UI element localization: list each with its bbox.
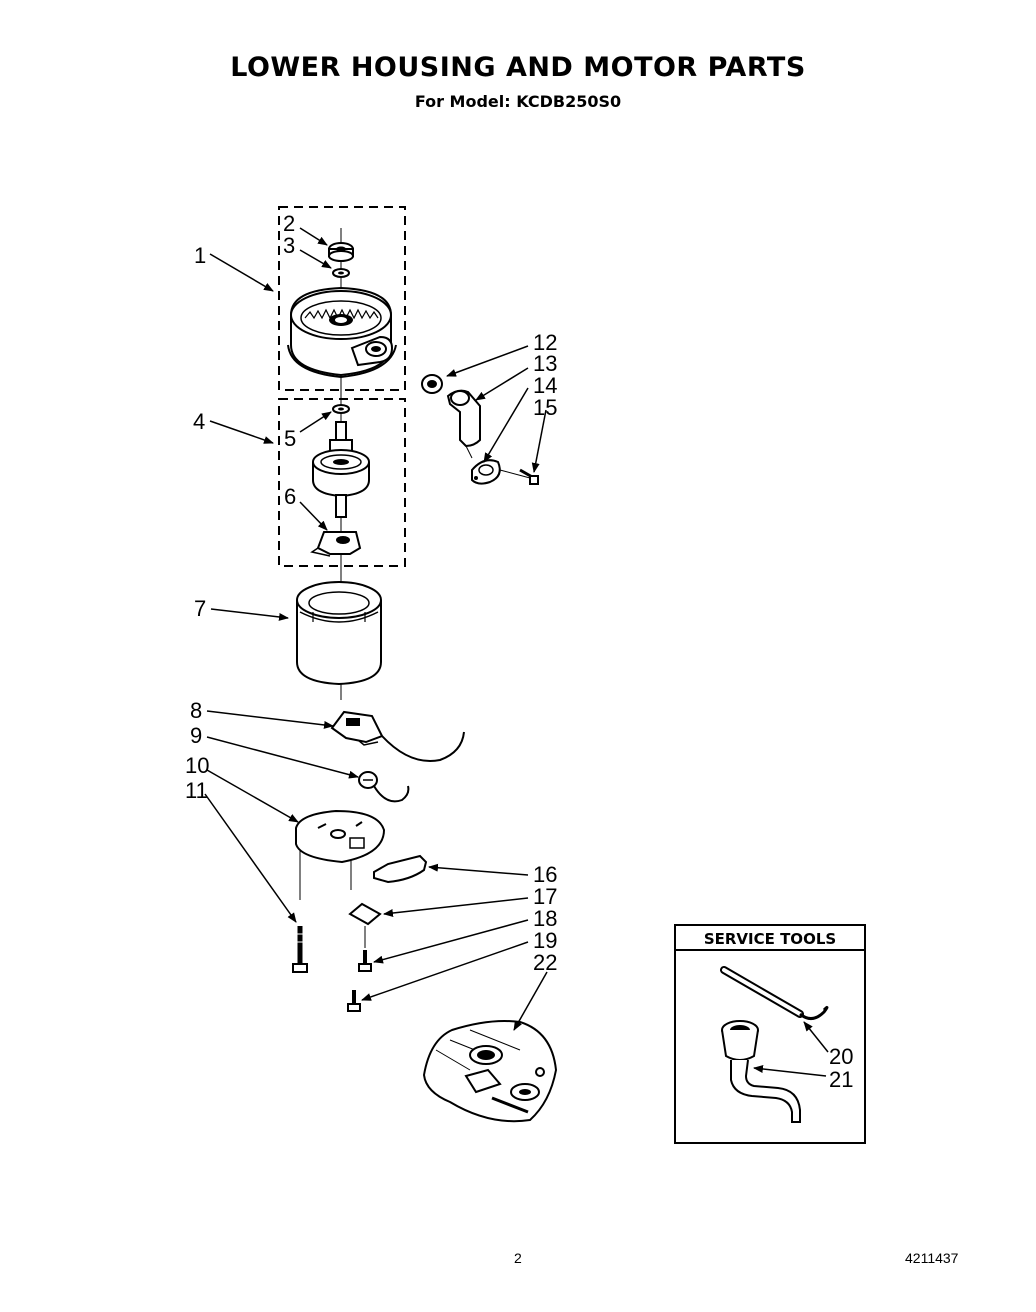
lower-housing-part (287, 286, 397, 379)
callout-10: 10 (185, 753, 209, 778)
pad-part (348, 902, 382, 926)
callout-20: 20 (829, 1044, 853, 1069)
callout-8: 8 (190, 698, 202, 723)
callout-13: 13 (533, 351, 557, 376)
switch-part (330, 710, 465, 762)
callout-1: 1 (194, 243, 206, 268)
model-subtitle: For Model: KCDB250S0 (414, 92, 622, 111)
service-tools-heading: SERVICE TOOLS (704, 930, 836, 948)
parts-bag (422, 1020, 558, 1123)
callout-19: 19 (533, 928, 557, 953)
callout-14: 14 (533, 373, 557, 398)
callout-6: 6 (284, 484, 296, 509)
callout-2: 2 (283, 211, 295, 236)
motor-bracket-part (310, 531, 362, 557)
motor-assembly-box (278, 398, 406, 567)
callout-7: 7 (194, 596, 206, 621)
base-plate-part (295, 809, 386, 900)
flange-screw-part (519, 468, 539, 485)
callout-5: 5 (284, 426, 296, 451)
bolt-part (292, 926, 308, 973)
washer-part (332, 268, 350, 278)
leader-lines (204, 227, 548, 1031)
elbow-part (446, 389, 481, 459)
callout-11: 11 (185, 778, 208, 803)
screw-19-part (347, 990, 361, 1012)
pipe-tool (721, 1020, 801, 1123)
callout-12: 12 (533, 330, 557, 355)
bearing-part (328, 242, 354, 262)
callout-16: 16 (533, 862, 557, 887)
service-tools-panel: SERVICE TOOLS 20 21 (674, 924, 866, 1144)
callout-17: 17 (533, 884, 557, 909)
callout-22: 22 (533, 950, 557, 975)
housing-assembly-box (278, 206, 406, 391)
page-number: 2 (514, 1250, 522, 1266)
wrench-tool (720, 966, 829, 1020)
callout-21: 21 (829, 1067, 853, 1092)
document-number: 4211437 (905, 1250, 959, 1266)
gasket-part (421, 374, 443, 394)
motor-washer-part (332, 404, 350, 414)
plug-part (358, 771, 410, 803)
stator-part (296, 581, 382, 686)
callout-15: 15 (533, 395, 557, 420)
rotor-part (312, 421, 370, 518)
page-title: LOWER HOUSING AND MOTOR PARTS (230, 52, 806, 83)
screw-18-part (358, 950, 372, 972)
callout-18: 18 (533, 906, 557, 931)
callout-9: 9 (190, 723, 202, 748)
callout-3: 3 (283, 233, 295, 258)
cover-plate-part (373, 854, 428, 884)
callout-4: 4 (193, 409, 205, 434)
